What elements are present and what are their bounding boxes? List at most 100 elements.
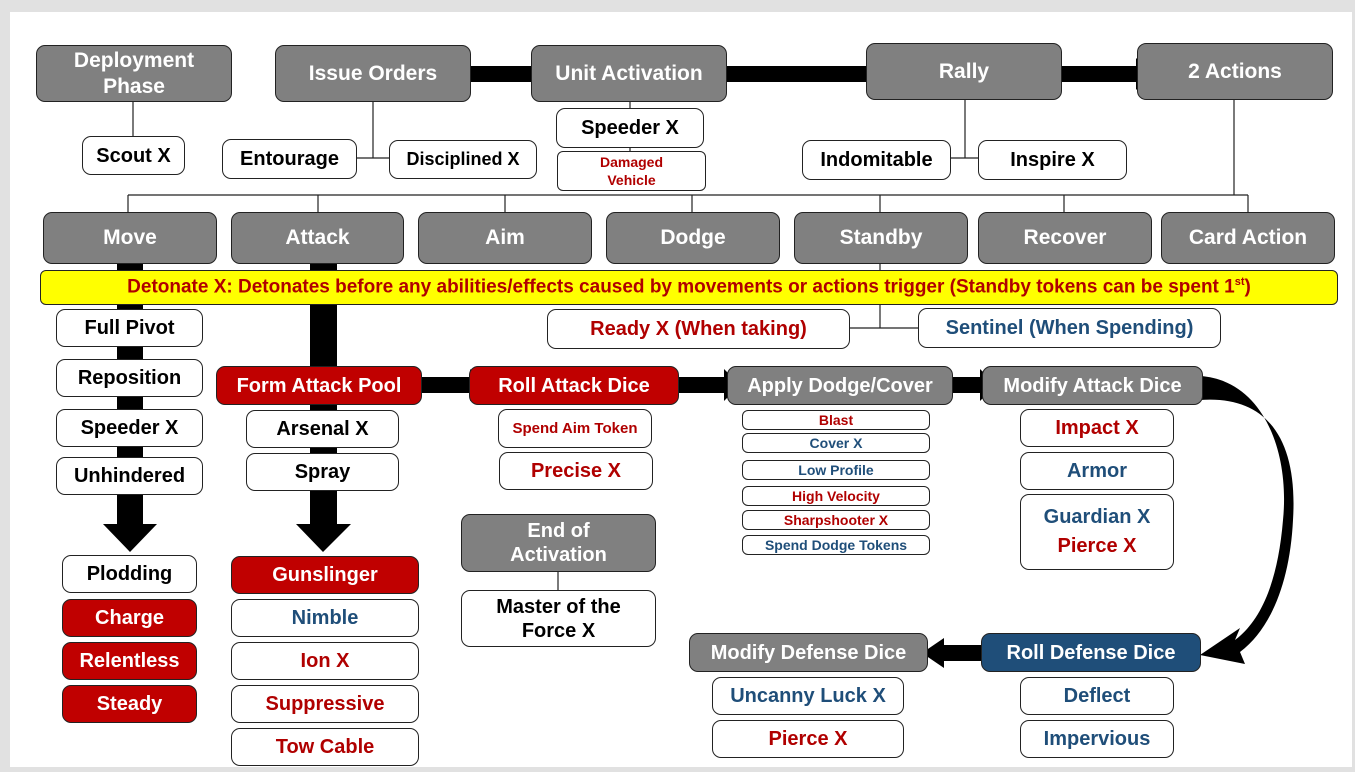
dodge-keyword: High Velocity xyxy=(742,486,930,506)
dodge-keyword: Spend Dodge Tokens xyxy=(742,535,930,555)
attack-keyword: Tow Cable xyxy=(231,728,419,766)
item-label: Nimble xyxy=(291,607,359,629)
item-label: Attack xyxy=(285,226,350,250)
move-keyword: Steady xyxy=(62,685,197,723)
move-keyword: Charge xyxy=(62,599,197,637)
move-keyword: Speeder X xyxy=(56,409,203,447)
rally-label: Rally xyxy=(938,59,990,83)
item-label: Arsenal X xyxy=(276,418,369,440)
item-label: Spray xyxy=(294,461,351,483)
item-label: Tow Cable xyxy=(275,736,375,758)
precise-box: Precise X xyxy=(499,452,653,490)
apply-dodge-cover-label: Apply Dodge/Cover xyxy=(747,374,933,397)
item-label: High Velocity xyxy=(792,487,880,504)
sentinel-label: Sentinel (When Spending) xyxy=(945,317,1194,339)
sentinel-box: Sentinel (When Spending) xyxy=(918,308,1221,348)
dodge-keyword: Cover X xyxy=(742,433,930,453)
attack-keyword: Gunslinger xyxy=(231,556,419,594)
armor-box: Armor xyxy=(1020,452,1174,490)
item-label: Gunslinger xyxy=(272,564,378,586)
keyword-scout: Scout X xyxy=(82,136,185,175)
keyword-label: Scout X xyxy=(96,144,171,167)
roll-defense-dice-box: Roll Defense Dice xyxy=(981,633,1201,672)
deployment-phase-label: Deployment Phase xyxy=(73,49,195,98)
item-label: Suppressive xyxy=(265,693,385,715)
item-label: Speeder X xyxy=(80,417,179,439)
arrow-pool-to-roll xyxy=(420,369,484,401)
defense-keyword: Uncanny Luck X xyxy=(712,677,904,715)
move-keyword: Full Pivot xyxy=(56,309,203,347)
ready-label: Ready X (When taking) xyxy=(590,318,807,340)
two-actions-label: 2 Actions xyxy=(1188,59,1282,83)
detonate-text: Detonate X: Detonates before any abiliti… xyxy=(127,276,1251,299)
item-label: Impervious xyxy=(1043,728,1151,750)
deployment-phase-box: Deployment Phase xyxy=(36,45,232,102)
roll-defense-dice-label: Roll Defense Dice xyxy=(1006,641,1176,664)
keyword-label: Indomitable xyxy=(820,149,933,171)
end-of-activation-label: End of Activation xyxy=(510,520,607,566)
item-label: Plodding xyxy=(86,563,173,585)
keyword-disciplined: Disciplined X xyxy=(389,140,537,179)
item-label: Precise X xyxy=(530,460,622,482)
two-actions-box: 2 Actions xyxy=(1137,43,1333,100)
modify-attack-dice-label: Modify Attack Dice xyxy=(1003,374,1182,397)
arrow-attack-head xyxy=(296,524,351,552)
impervious-box: Impervious xyxy=(1020,720,1174,758)
item-label: Spend Dodge Tokens xyxy=(764,536,908,553)
dodge-keyword: Low Profile xyxy=(742,460,930,480)
item-label: Blast xyxy=(818,411,854,428)
item-label: Full Pivot xyxy=(84,317,175,339)
action-attack: Attack xyxy=(231,212,404,264)
action-card-action: Card Action xyxy=(1161,212,1335,264)
item-label: Recover xyxy=(1023,226,1107,250)
action-recover: Recover xyxy=(978,212,1152,264)
item-label: Move xyxy=(103,226,157,250)
keyword-damaged-vehicle: Damaged Vehicle xyxy=(557,151,706,191)
keyword-inspire: Inspire X xyxy=(978,140,1127,180)
detonate-superscript: st xyxy=(1234,275,1245,288)
ready-box: Ready X (When taking) xyxy=(547,309,850,349)
unit-activation-box: Unit Activation xyxy=(531,45,727,102)
item-label: Dodge xyxy=(660,226,726,250)
move-keyword: Relentless xyxy=(62,642,197,680)
item-label: Uncanny Luck X xyxy=(730,685,886,707)
dodge-keyword: Sharpshooter X xyxy=(742,510,930,530)
form-attack-pool-label: Form Attack Pool xyxy=(236,374,402,397)
arrow-move-head xyxy=(103,524,157,552)
detonate-banner: Detonate X: Detonates before any abiliti… xyxy=(40,270,1338,305)
unit-activation-label: Unit Activation xyxy=(555,61,703,85)
action-move: Move xyxy=(43,212,217,264)
action-aim: Aim xyxy=(418,212,592,264)
action-dodge: Dodge xyxy=(606,212,780,264)
item-label: Spend Aim Token xyxy=(512,419,638,437)
item-label: Relentless xyxy=(79,650,180,672)
move-keyword: Unhindered xyxy=(56,457,203,495)
item-label: Steady xyxy=(96,693,163,715)
roll-attack-dice-box: Roll Attack Dice xyxy=(469,366,679,405)
keyword-label: Entourage xyxy=(240,148,339,170)
item-label: Aim xyxy=(485,226,525,250)
keyword-indomitable: Indomitable xyxy=(802,140,951,180)
keyword-speeder-activation: Speeder X xyxy=(556,108,704,148)
arrow-rally-to-actions xyxy=(1062,58,1152,90)
attack-keyword: Spray xyxy=(246,453,399,491)
keyword-label: Speeder X xyxy=(581,117,679,139)
roll-attack-dice-label: Roll Attack Dice xyxy=(498,374,650,397)
defense-keyword: Pierce X xyxy=(712,720,904,758)
modify-defense-dice-box: Modify Defense Dice xyxy=(689,633,928,672)
item-label: Unhindered xyxy=(73,465,186,487)
apply-dodge-cover-box: Apply Dodge/Cover xyxy=(727,366,953,405)
issue-orders-box: Issue Orders xyxy=(275,45,471,102)
item-label: Cover X xyxy=(809,434,863,451)
attack-keyword: Arsenal X xyxy=(246,410,399,448)
master-of-the-force-box: Master of the Force X xyxy=(461,590,656,647)
attack-keyword: Suppressive xyxy=(231,685,419,723)
modify-attack-dice-box: Modify Attack Dice xyxy=(982,366,1203,405)
modify-defense-dice-label: Modify Defense Dice xyxy=(710,641,907,664)
attack-keyword: Ion X xyxy=(231,642,419,680)
item-label: Low Profile xyxy=(798,461,874,478)
attack-keyword: Nimble xyxy=(231,599,419,637)
dodge-keyword: Blast xyxy=(742,410,930,430)
keyword-label: Damaged Vehicle xyxy=(599,153,664,188)
impact-box: Impact X xyxy=(1020,409,1174,447)
